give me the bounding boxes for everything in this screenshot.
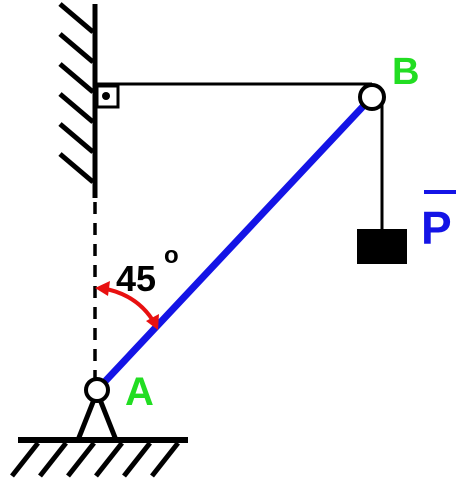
pin-a: [84, 377, 110, 403]
force-label-group: P: [421, 190, 456, 254]
ground-hatching: [10, 441, 180, 478]
right-angle-marker: [95, 84, 120, 109]
angle-unit-label: o: [164, 242, 179, 269]
point-b-label: B: [392, 51, 419, 93]
wall-support: [58, 2, 98, 198]
rod-ab: [93, 95, 374, 394]
wall-hatching: [58, 2, 95, 184]
angle-arrow: [95, 281, 159, 330]
pulley-b: [358, 83, 386, 111]
force-label: P: [421, 202, 452, 254]
ground-support: [10, 437, 188, 478]
pin-support-a: [75, 377, 119, 441]
point-a-label: A: [125, 370, 154, 414]
hanging-weight: [357, 229, 407, 264]
angle-value-label: 45: [116, 258, 156, 299]
